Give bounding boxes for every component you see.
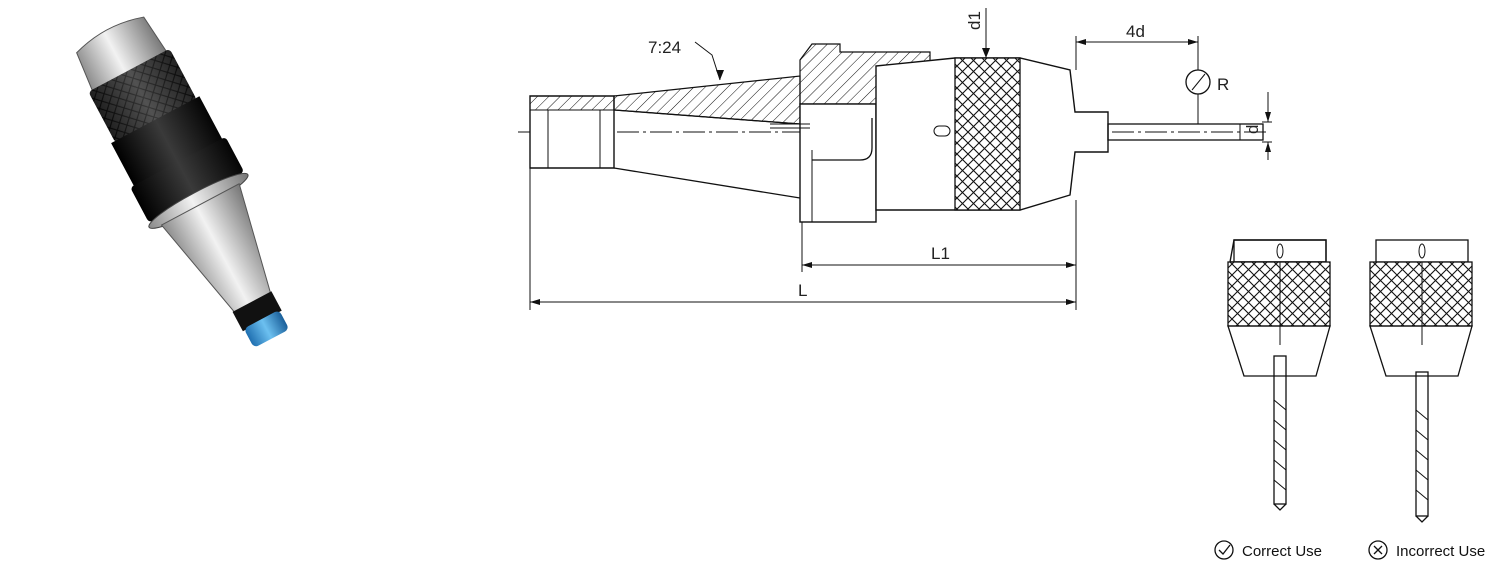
correct-use-illustration bbox=[1227, 239, 1331, 511]
correct-use-label: Correct Use bbox=[1242, 543, 1322, 560]
d-label: d bbox=[1243, 125, 1262, 134]
x-icon bbox=[1373, 545, 1383, 555]
technical-drawing: 7:24 d1 4d R d L1 L bbox=[518, 8, 1272, 310]
four-d-label: 4d bbox=[1126, 22, 1145, 41]
drill-chuck-photo bbox=[76, 16, 288, 347]
runout-label: R bbox=[1217, 75, 1229, 94]
l1-label: L1 bbox=[931, 244, 950, 263]
checkmark-circle-icon bbox=[1214, 540, 1234, 560]
d1-label: d1 bbox=[965, 11, 984, 30]
l-label: L bbox=[798, 281, 807, 300]
checkmark-icon bbox=[1218, 544, 1231, 555]
incorrect-use-caption: Incorrect Use bbox=[1368, 540, 1485, 560]
knurled-sleeve bbox=[954, 57, 1021, 211]
taper-ratio-label: 7:24 bbox=[648, 38, 681, 57]
correct-use-caption: Correct Use bbox=[1214, 540, 1322, 560]
incorrect-use-illustration bbox=[1369, 239, 1473, 523]
incorrect-use-label: Incorrect Use bbox=[1396, 543, 1485, 560]
x-circle-icon bbox=[1368, 540, 1388, 560]
test-bar bbox=[1107, 123, 1264, 141]
